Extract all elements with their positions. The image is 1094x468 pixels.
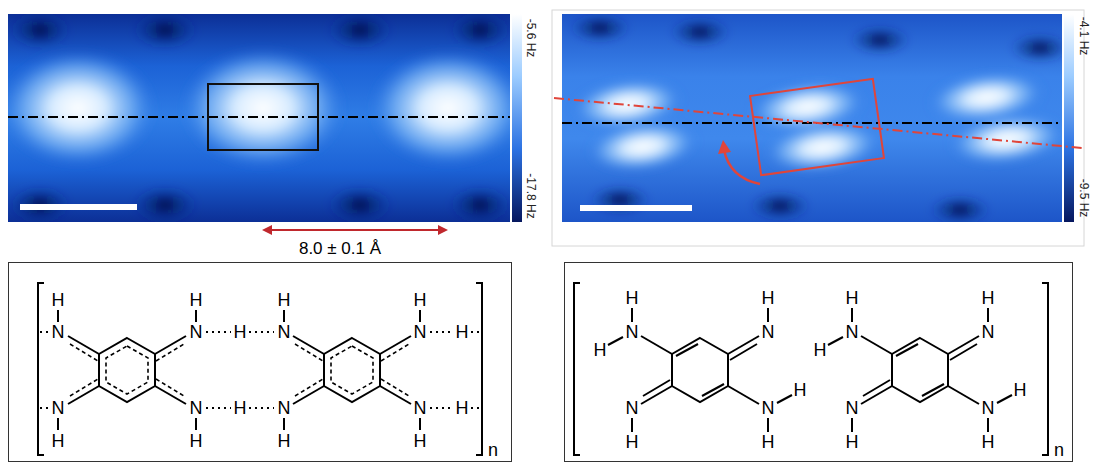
colorbar-max: -5.6 Hz [525, 19, 537, 58]
atom-label: N [52, 399, 65, 417]
repeat-index: n [488, 441, 498, 459]
colorbar-min: -9.5 Hz [1078, 179, 1090, 218]
atom-label: N [982, 323, 995, 341]
atom-label: N [52, 323, 65, 341]
atom-label: H [278, 432, 291, 450]
atom-label: H [626, 433, 639, 451]
atom-label: H [190, 291, 203, 309]
atom-label: H [762, 433, 775, 451]
atom-label: H [456, 399, 469, 417]
atom-label: N [846, 399, 859, 417]
atom-label: H [762, 289, 775, 307]
atom-label: N [762, 323, 775, 341]
atom-label: H [234, 323, 247, 341]
atom-label: H [794, 381, 807, 399]
atom-label: N [190, 399, 203, 417]
atom-label: N [278, 399, 291, 417]
atom-label: H [846, 289, 859, 307]
atom-label: H [456, 323, 469, 341]
atom-label: N [846, 323, 859, 341]
distance-label: 8.0 ± 0.1 Å [299, 240, 381, 257]
atom-label: N [626, 399, 639, 417]
atom-label: H [234, 399, 247, 417]
atom-label: H [52, 291, 65, 309]
repeat-index: n [1054, 441, 1064, 459]
atom-label: H [814, 341, 827, 359]
atom-label: H [414, 432, 427, 450]
colorbar-min: -17.8 Hz [525, 173, 537, 218]
atom-label: H [414, 291, 427, 309]
atom-label: N [982, 399, 995, 417]
atom-label: N [626, 323, 639, 341]
atom-label: N [190, 323, 203, 341]
atom-label: N [414, 399, 427, 417]
atom-label: H [626, 289, 639, 307]
atom-label: H [1014, 381, 1027, 399]
atom-label: H [982, 433, 995, 451]
atom-label: H [190, 432, 203, 450]
atom-label: H [52, 432, 65, 450]
atom-label: H [594, 341, 607, 359]
atom-label: N [278, 323, 291, 341]
atom-label: H [846, 433, 859, 451]
atom-label: H [278, 291, 291, 309]
atom-label: N [414, 323, 427, 341]
atom-label: N [762, 399, 775, 417]
atom-label: H [982, 289, 995, 307]
colorbar-max: -4.1 Hz [1078, 17, 1090, 56]
